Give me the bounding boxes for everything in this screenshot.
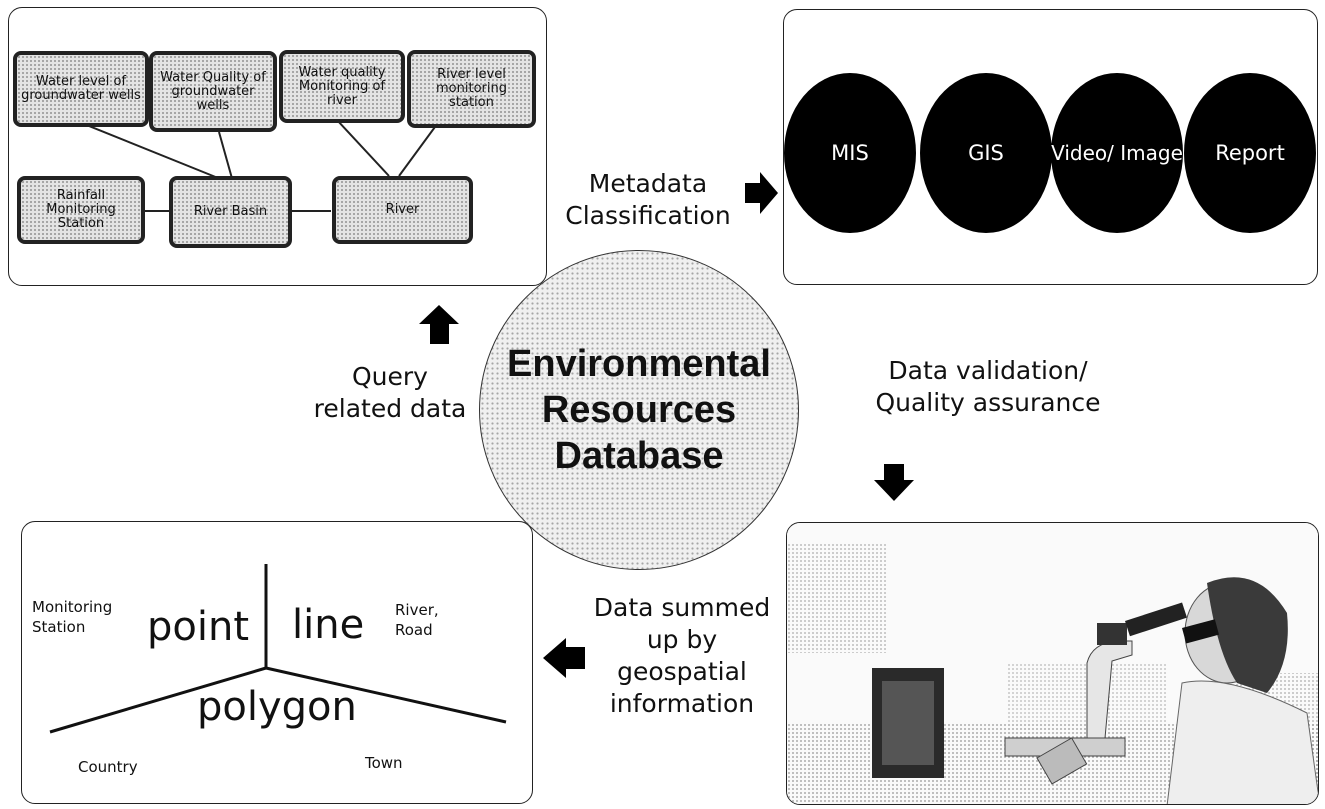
point-label: point [147,604,250,650]
node-connectors [88,85,466,212]
node-river-quality: Water quality Monitoring of river [279,50,405,123]
geospatial-summary-label: Data summed up by geospatial information [593,593,771,718]
node-river-basin: River Basin [169,176,292,248]
metadata-classification-label: Metadata Classification [565,169,731,230]
validation-label: Data validation/ Quality assurance [875,356,1101,417]
node-groundwater-level: Water level of groundwater wells [13,51,149,127]
query-related-data-label: Query related data [313,362,467,423]
database-title-line-2: Resources [541,389,737,431]
geospatial-axes [49,564,507,734]
node-river: River [332,176,473,244]
query-arrow [419,305,459,344]
node-rainfall: Rainfall Monitoring Station [17,176,145,244]
node-groundwater-quality: Water Quality of groundwater wells [149,51,277,132]
geospatial-types-panel: Monitoring Station point line River, Roa… [21,521,533,804]
category-video-image: Video/ Image [1051,73,1183,233]
polygon-example-left: Country [78,758,138,776]
geospatial-arrow [543,638,585,678]
line-example-label: River, Road [395,601,439,639]
node-river-level: River level monitoring station [407,50,536,128]
database-title-line-1: Environmental [507,343,771,385]
category-gis: GIS [920,73,1052,233]
point-example-label: Monitoring Station [32,598,113,636]
database-title-line-3: Database [554,435,724,477]
metadata-categories-panel: MIS GIS Video/ Image Report [783,9,1318,285]
environmental-resources-database: Environmental Resources Database [479,250,799,570]
polygon-label: polygon [197,684,357,730]
category-mis: MIS [784,73,916,233]
query-related-data-panel: Water level of groundwater wells Water Q… [8,7,547,286]
metadata-arrow [745,172,778,214]
line-label: line [292,602,365,648]
microscope-lab-photo [787,523,1318,804]
category-report: Report [1184,73,1316,233]
lab-photo-panel [786,522,1319,805]
polygon-example-right: Town [365,754,403,772]
validation-arrow [874,464,914,501]
